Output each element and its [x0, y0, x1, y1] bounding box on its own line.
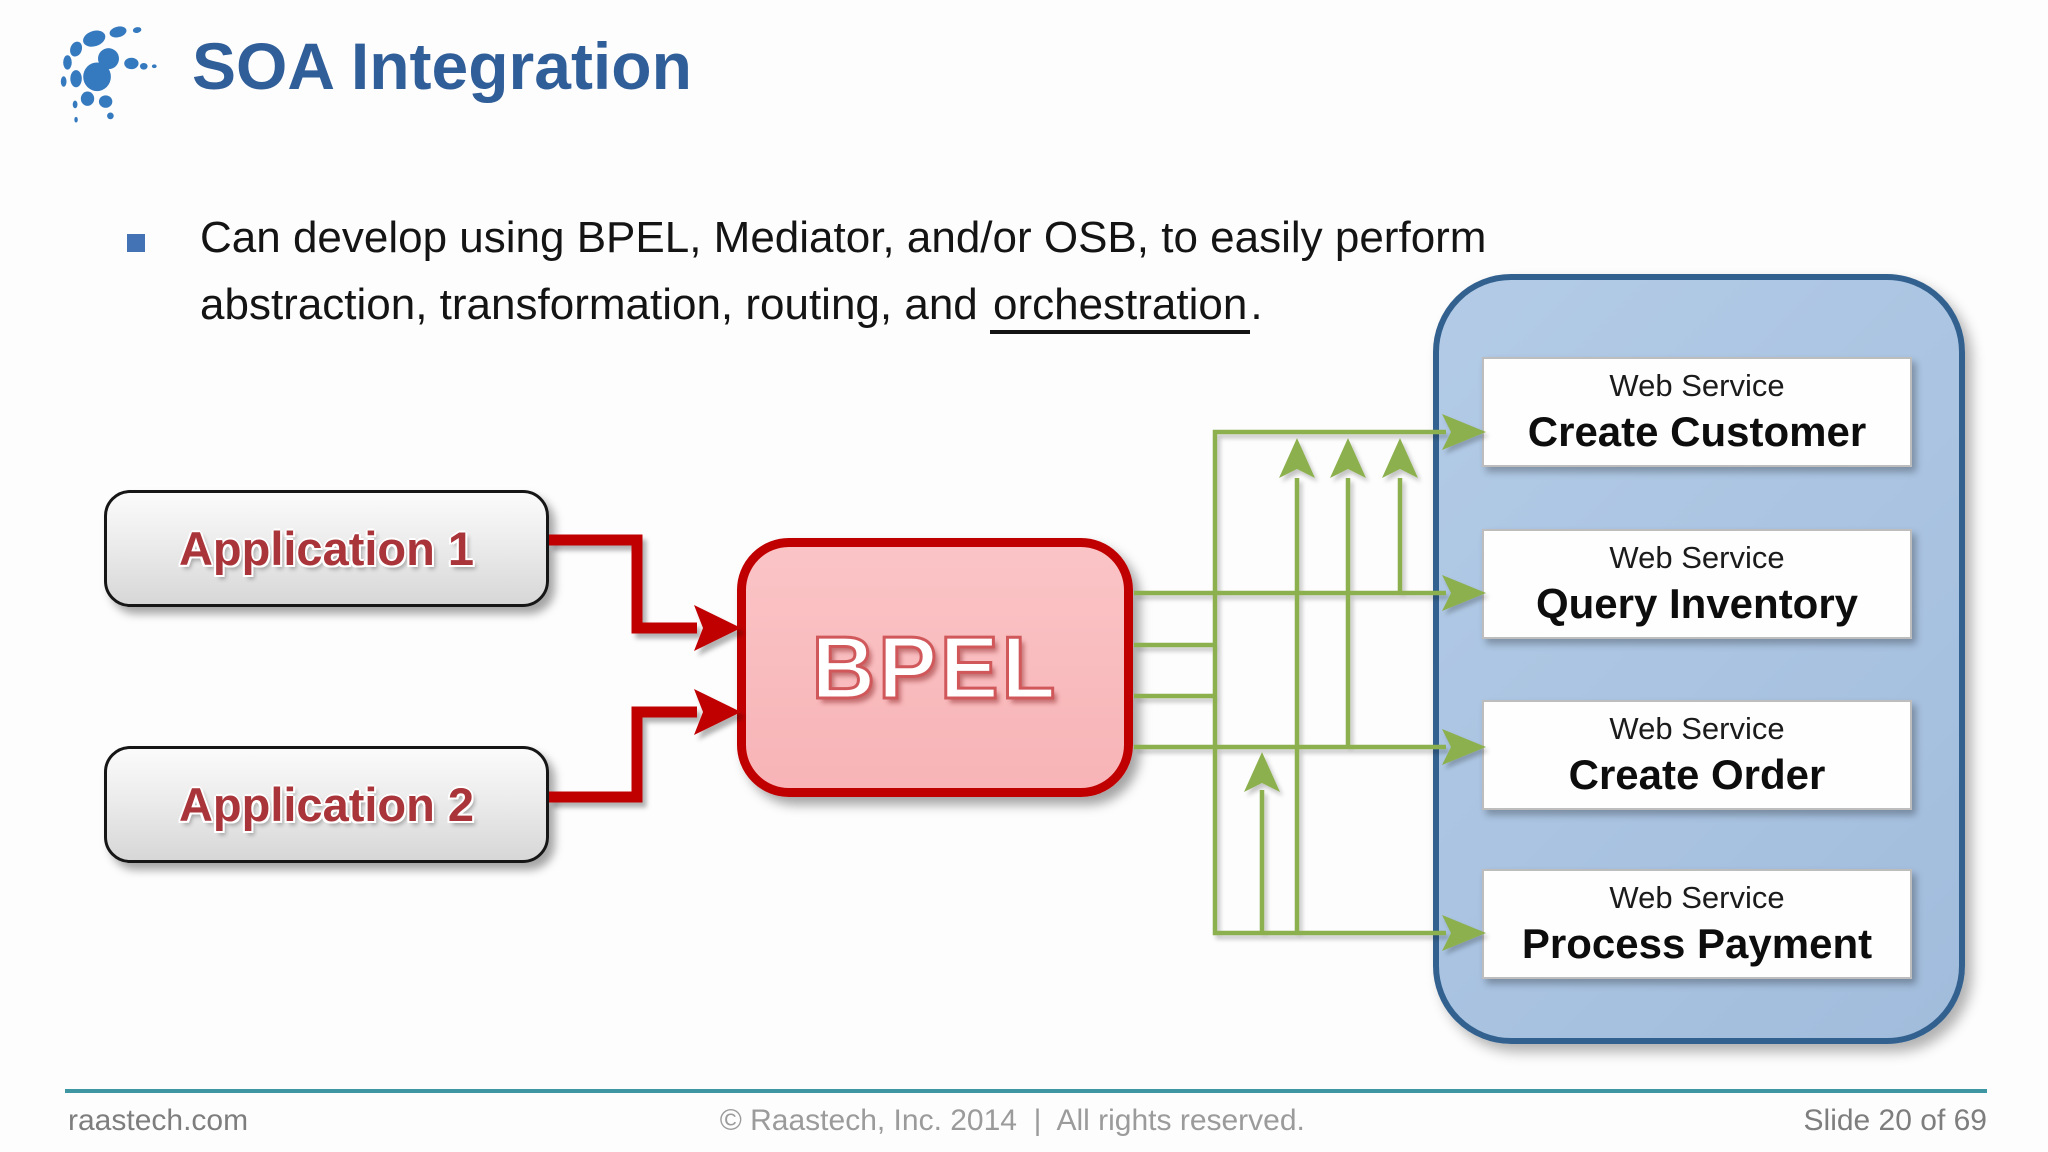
web-service-box-process-payment: Web Service Process Payment [1482, 869, 1912, 979]
web-service-box-create-customer: Web Service Create Customer [1482, 357, 1912, 467]
arrowhead-up-2 [1279, 438, 1315, 478]
application-1-box: Application 1 [104, 490, 549, 607]
bpel-label: BPEL [810, 616, 1059, 718]
footer-copyright: © Raastech, Inc. 2014 | All rights reser… [719, 1104, 1305, 1137]
slide-title: SOA Integration [192, 29, 692, 103]
service-type-label: Web Service [1609, 540, 1785, 575]
bullet-line-2-prefix: abstraction, transformation, routing, an… [200, 280, 990, 329]
service-type-label: Web Service [1609, 880, 1785, 915]
arrowhead-up-4 [1382, 438, 1418, 478]
service-name: Create Customer [1527, 408, 1867, 455]
footer-divider-line [65, 1089, 1987, 1093]
bullet-line-2-suffix: . [1250, 280, 1263, 329]
service-type-label: Web Service [1609, 368, 1785, 403]
service-name: Process Payment [1521, 920, 1873, 967]
trunk-line [1212, 429, 1446, 936]
dotted-globe-logo-icon [60, 26, 157, 123]
app1-to-bpel-arrowhead [694, 605, 741, 651]
app2-to-bpel-arrowhead [694, 689, 741, 735]
arrowhead-up-3 [1330, 438, 1366, 478]
service-name: Query Inventory [1535, 580, 1859, 627]
bullet-marker-icon [127, 234, 145, 252]
web-service-box-query-inventory: Web Service Query Inventory [1482, 529, 1912, 639]
arrowhead-up-1 [1244, 752, 1280, 792]
red-connector-arrows [549, 534, 741, 803]
underlined-word: orchestration [989, 280, 1251, 334]
footer-slide-number: Slide 20 of 69 [1803, 1104, 1987, 1137]
application-2-box: Application 2 [104, 746, 549, 863]
bpel-process-box: BPEL [737, 538, 1133, 797]
bullet-line-2: abstraction, transformation, routing, an… [200, 271, 1560, 338]
service-name: Create Order [1568, 751, 1826, 798]
service-type-label: Web Service [1609, 711, 1785, 746]
footer-website: raastech.com [68, 1104, 249, 1137]
bullet-paragraph: Can develop using BPEL, Mediator, and/or… [200, 204, 1560, 338]
application-2-label: Application 2 [178, 778, 475, 831]
web-service-box-create-order: Web Service Create Order [1482, 700, 1912, 810]
app1-to-bpel-arrow-line [549, 534, 697, 634]
application-1-label: Application 1 [178, 522, 475, 575]
app2-to-bpel-arrow-line [549, 706, 697, 803]
bullet-line-1: Can develop using BPEL, Mediator, and/or… [200, 213, 1487, 262]
